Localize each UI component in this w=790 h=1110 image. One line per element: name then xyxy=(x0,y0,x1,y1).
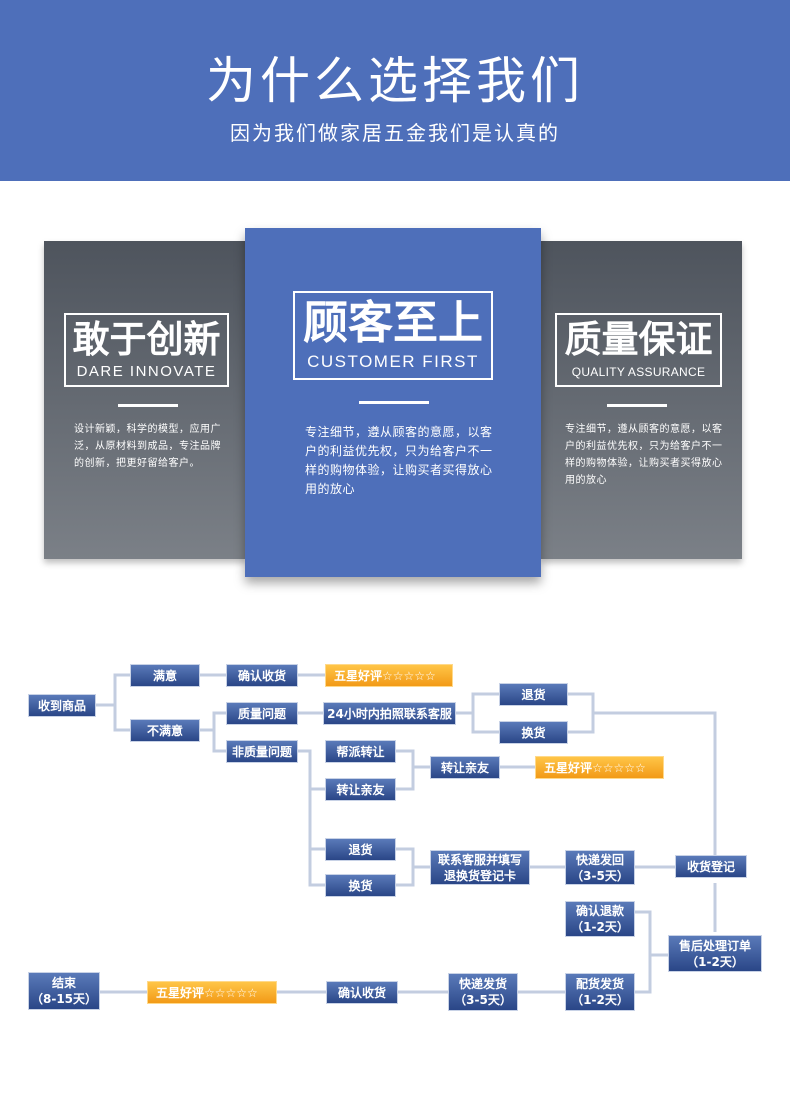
flow-node-confirm-receipt: 确认收货 xyxy=(226,664,298,687)
flow-node-express-back: 快递发回（3-5天） xyxy=(565,850,635,885)
card-quality-divider xyxy=(607,404,667,407)
card-innovate-desc: 设计新颖，科学的模型，应用广泛，从原材料到成品，专注品牌的创新，把更好留给客户。 xyxy=(74,424,221,469)
flow-node-quality-issue: 质量问题 xyxy=(226,702,298,725)
card-customer-title-frame: 顾客至上 CUSTOMER FIRST xyxy=(293,291,493,380)
header-banner: 为什么选择我们 因为我们做家居五金我们是认真的 xyxy=(0,0,790,181)
flow-node-receipt-register: 收货登记 xyxy=(675,855,747,878)
flow-node-satisfied: 满意 xyxy=(130,664,200,687)
card-quality: 质量保证 QUALITY ASSURANCE 专注细节，遵从顾客的意愿，以客户的… xyxy=(541,241,742,559)
card-innovate: 敢于创新 DARE INNOVATE 设计新颖，科学的模型，应用广泛，从原材料到… xyxy=(44,241,247,559)
flow-node-five-star: 五星好评☆☆☆☆☆ xyxy=(325,664,453,687)
flow-node-confirm-receipt-2: 确认收货 xyxy=(326,981,398,1004)
card-innovate-title: 敢于创新 xyxy=(72,318,221,361)
card-customer-subtitle: CUSTOMER FIRST xyxy=(307,352,479,371)
flow-node-photo-contact: 24小时内拍照联系客服 xyxy=(323,702,456,725)
flow-node-unsatisfied: 不满意 xyxy=(130,719,200,742)
card-quality-title: 质量保证 xyxy=(564,318,713,361)
card-quality-title-frame: 质量保证 QUALITY ASSURANCE xyxy=(555,313,722,387)
flow-node-five-star-2: 五星好评☆☆☆☆☆ xyxy=(535,756,664,779)
flow-node-confirm-refund: 确认退款（1-2天） xyxy=(565,901,635,937)
card-innovate-title-frame: 敢于创新 DARE INNOVATE xyxy=(64,313,229,387)
flow-node-non-quality-issue: 非质量问题 xyxy=(226,740,298,763)
flow-node-return-2: 退货 xyxy=(325,838,396,861)
flow-node-received: 收到商品 xyxy=(28,694,96,717)
card-customer-desc: 专注细节，遵从顾客的意愿，以客户的利益优先权，只为给客户不一样的购物体验，让购买… xyxy=(305,425,493,496)
flow-node-return: 退货 xyxy=(499,683,568,706)
card-quality-desc: 专注细节，遵从顾客的意愿，以客户的利益优先权，只为给客户不一样的购物体验，让购买… xyxy=(565,424,723,486)
flow-node-five-star-3: 五星好评☆☆☆☆☆ xyxy=(147,981,277,1004)
flow-node-transfer-friend: 转让亲友 xyxy=(325,778,396,801)
page-title: 为什么选择我们 xyxy=(206,52,584,110)
flow-node-ship-out: 配货发货（1-2天） xyxy=(565,973,635,1011)
page-subtitle: 因为我们做家居五金我们是认真的 xyxy=(230,121,560,145)
flow-node-contact-fill: 联系客服并填写退换货登记卡 xyxy=(430,850,530,885)
card-innovate-subtitle: DARE INNOVATE xyxy=(76,363,217,380)
flow-node-after-sales: 售后处理订单（1-2天） xyxy=(668,935,762,972)
flow-node-end: 结束（8-15天） xyxy=(28,972,100,1010)
flow-node-exchange: 换货 xyxy=(499,721,568,744)
flow-node-express-ship: 快递发货（3-5天） xyxy=(448,973,518,1011)
card-quality-subtitle: QUALITY ASSURANCE xyxy=(571,365,706,379)
flow-node-transfer-friend-2: 转让亲友 xyxy=(430,756,500,779)
flow-node-help-transfer: 帮派转让 xyxy=(325,740,396,763)
card-customer: 顾客至上 CUSTOMER FIRST 专注细节，遵从顾客的意愿，以客户的利益优… xyxy=(245,228,541,577)
card-innovate-divider xyxy=(118,404,178,407)
card-customer-divider xyxy=(359,401,429,404)
flow-node-exchange-2: 换货 xyxy=(325,874,396,897)
card-customer-title: 顾客至上 xyxy=(302,296,483,349)
